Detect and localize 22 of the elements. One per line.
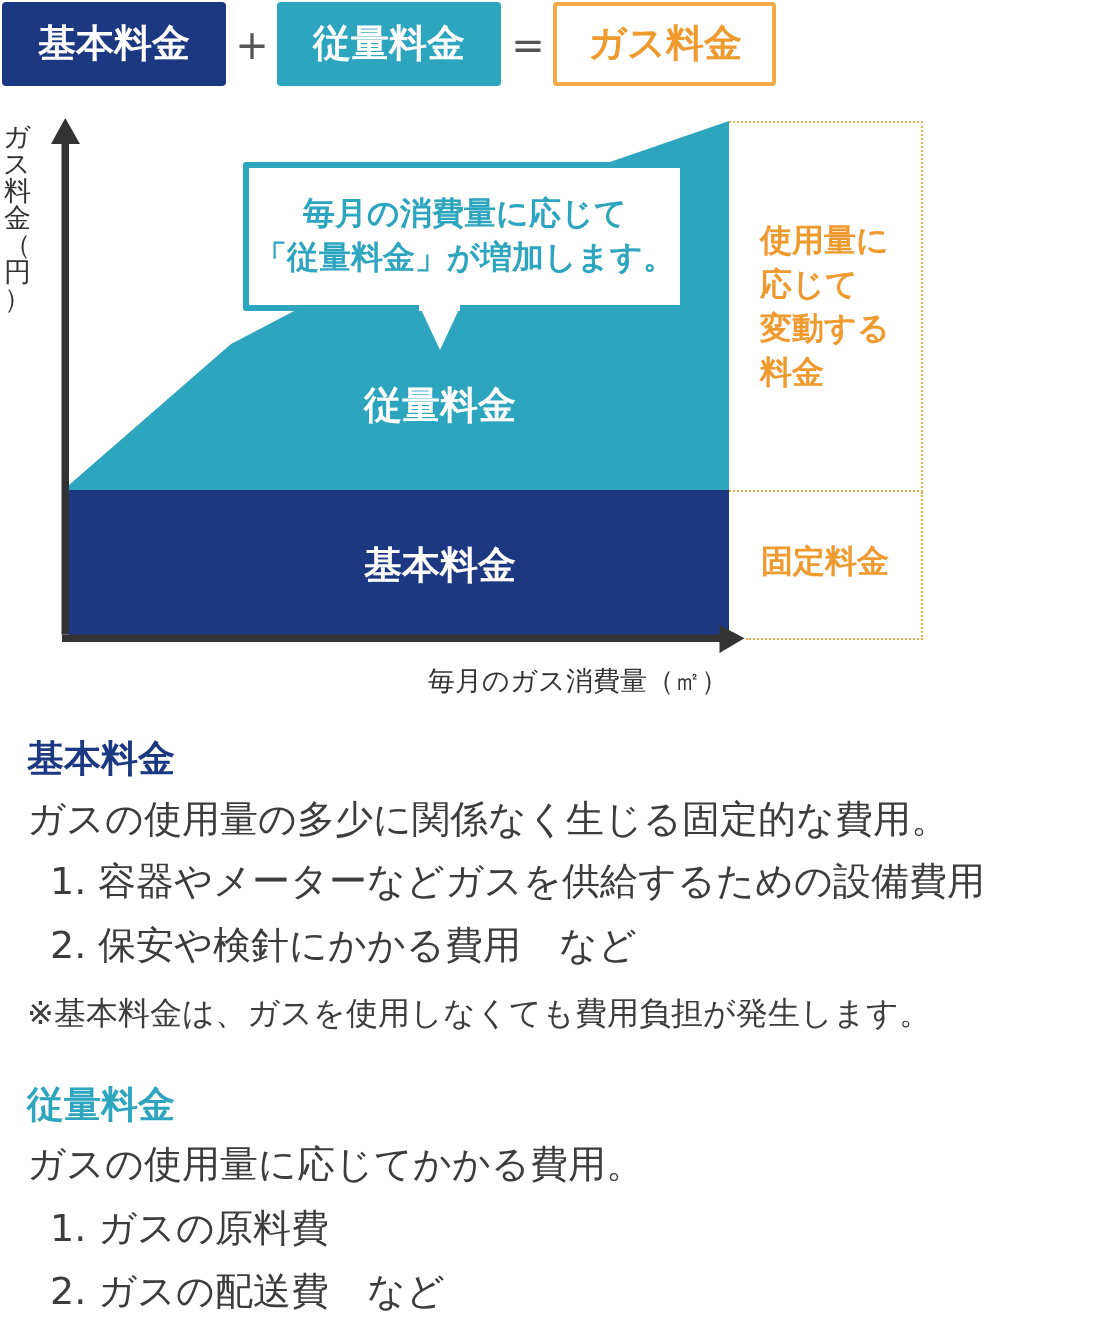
description-text: ガスの使用量の多少に関係なく生じる固定的な費用。 [27,798,949,842]
result-box: ガス料金 [553,2,776,86]
bubble-text: 毎月の消費量に応じて「従量料金」が増加します。 [254,192,676,278]
axis-title: 毎月のガス消費量（㎡） [428,665,728,697]
list-item: 2. ガスの配送費 など [50,1270,446,1314]
list-item: 1. ガスの原料費 [50,1207,330,1251]
area-label: 従量料金 [362,383,517,429]
list-item: 2. 保安や検針にかかる費用 など [50,924,638,968]
section-heading: 従量料金 [27,1084,175,1127]
term-box: 基本料金 [2,2,226,86]
term-box: 従量料金 [277,2,501,86]
equals-sign: = [510,21,546,70]
plus-sign: + [234,21,270,70]
dotted-box: 使用量に応じて変動する料金 [729,121,923,492]
list-item: 1. 容器やメーターなどガスを供給するための設備費用 [50,860,986,904]
description-text: ガスの使用量に応じてかかる費用。 [27,1143,644,1187]
section-heading: 基本料金 [27,738,175,781]
dotted-box: 固定料金 [746,492,923,640]
basic-fee-band: 基本料金 [69,490,729,635]
axis-title: ガス料金（円） [3,123,32,312]
speech-bubble [243,162,686,311]
note-text: ※基本料金は、ガスを使用しなくても費用負担が発生します。 [27,995,931,1032]
